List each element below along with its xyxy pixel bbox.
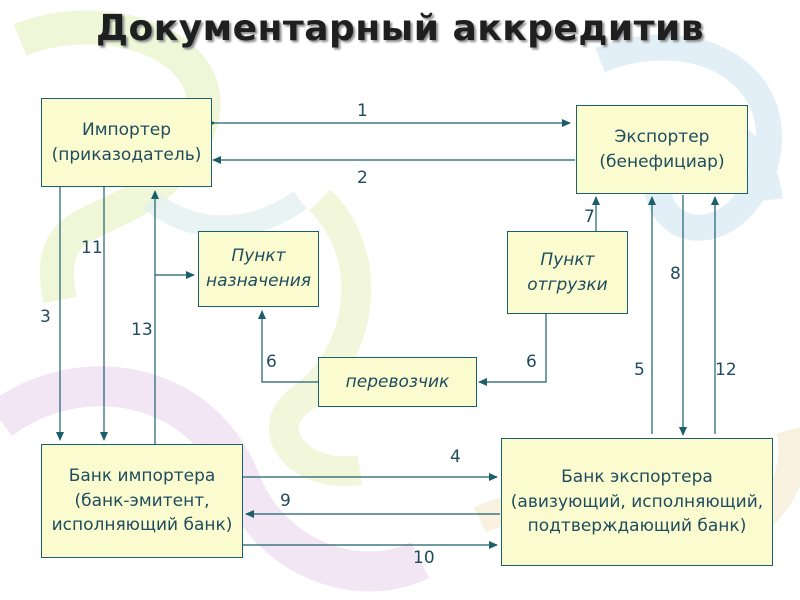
importer-box: Импортер (приказодатель) bbox=[41, 98, 212, 187]
importer-bank-name: Банк импортера bbox=[68, 466, 216, 487]
exporter-bank-box: Банк экспортера (авизующий, исполняющий,… bbox=[501, 438, 773, 566]
arrow-step-6-carrier-to-destination bbox=[258, 310, 318, 383]
step-label-9: 9 bbox=[280, 491, 291, 511]
shipment-line-1: Пункт bbox=[540, 249, 595, 270]
swirl-decoration bbox=[143, 191, 307, 238]
step-label-5: 5 bbox=[634, 360, 645, 380]
exporter-box: Экспортер (бенефициар) bbox=[576, 105, 748, 194]
destination-line-2: назначения bbox=[206, 271, 311, 291]
carrier-box: перевозчик bbox=[318, 357, 477, 407]
step-label-6-right: 6 bbox=[526, 352, 537, 372]
destination-line-1: Пункт bbox=[231, 246, 286, 267]
step-label-4: 4 bbox=[450, 447, 461, 467]
importer-bank-box: Банк импортера (банк-эмитент, исполняющи… bbox=[41, 444, 243, 558]
step-label-12: 12 bbox=[715, 360, 737, 380]
importer-bank-role-2: исполняющий банк) bbox=[51, 515, 233, 536]
step-label-10: 10 bbox=[413, 548, 435, 568]
swirl-decoration bbox=[268, 189, 372, 487]
step-label-11: 11 bbox=[81, 238, 103, 258]
step-label-6-left: 6 bbox=[266, 352, 277, 372]
exporter-name: Экспортер bbox=[614, 126, 710, 147]
exporter-bank-role-2: подтверждающий банк) bbox=[527, 516, 747, 537]
shipment-point-box: Пункт отгрузки bbox=[507, 231, 628, 314]
importer-name: Импортер bbox=[81, 119, 171, 140]
exporter-bank-name: Банк экспортера bbox=[561, 467, 713, 488]
importer-bank-role-1: (банк-эмитент, bbox=[74, 490, 210, 511]
step-label-8: 8 bbox=[670, 264, 681, 284]
slide-title: Документарный аккредитив bbox=[95, 8, 705, 49]
step-label-3: 3 bbox=[40, 307, 51, 327]
step-label-1: 1 bbox=[357, 101, 368, 121]
arrow-step-6-shipment-to-carrier bbox=[478, 314, 547, 386]
step-label-2: 2 bbox=[357, 168, 368, 188]
shipment-line-2: отгрузки bbox=[527, 274, 608, 295]
importer-role: (приказодатель) bbox=[51, 144, 202, 165]
carrier-label: перевозчик bbox=[345, 371, 450, 392]
step-label-13: 13 bbox=[131, 320, 153, 340]
step-label-7: 7 bbox=[584, 207, 595, 227]
exporter-bank-role-1: (авизующий, исполняющий, bbox=[510, 491, 764, 512]
destination-point-box: Пункт назначения bbox=[198, 231, 319, 307]
exporter-role: (бенефициар) bbox=[599, 151, 725, 172]
